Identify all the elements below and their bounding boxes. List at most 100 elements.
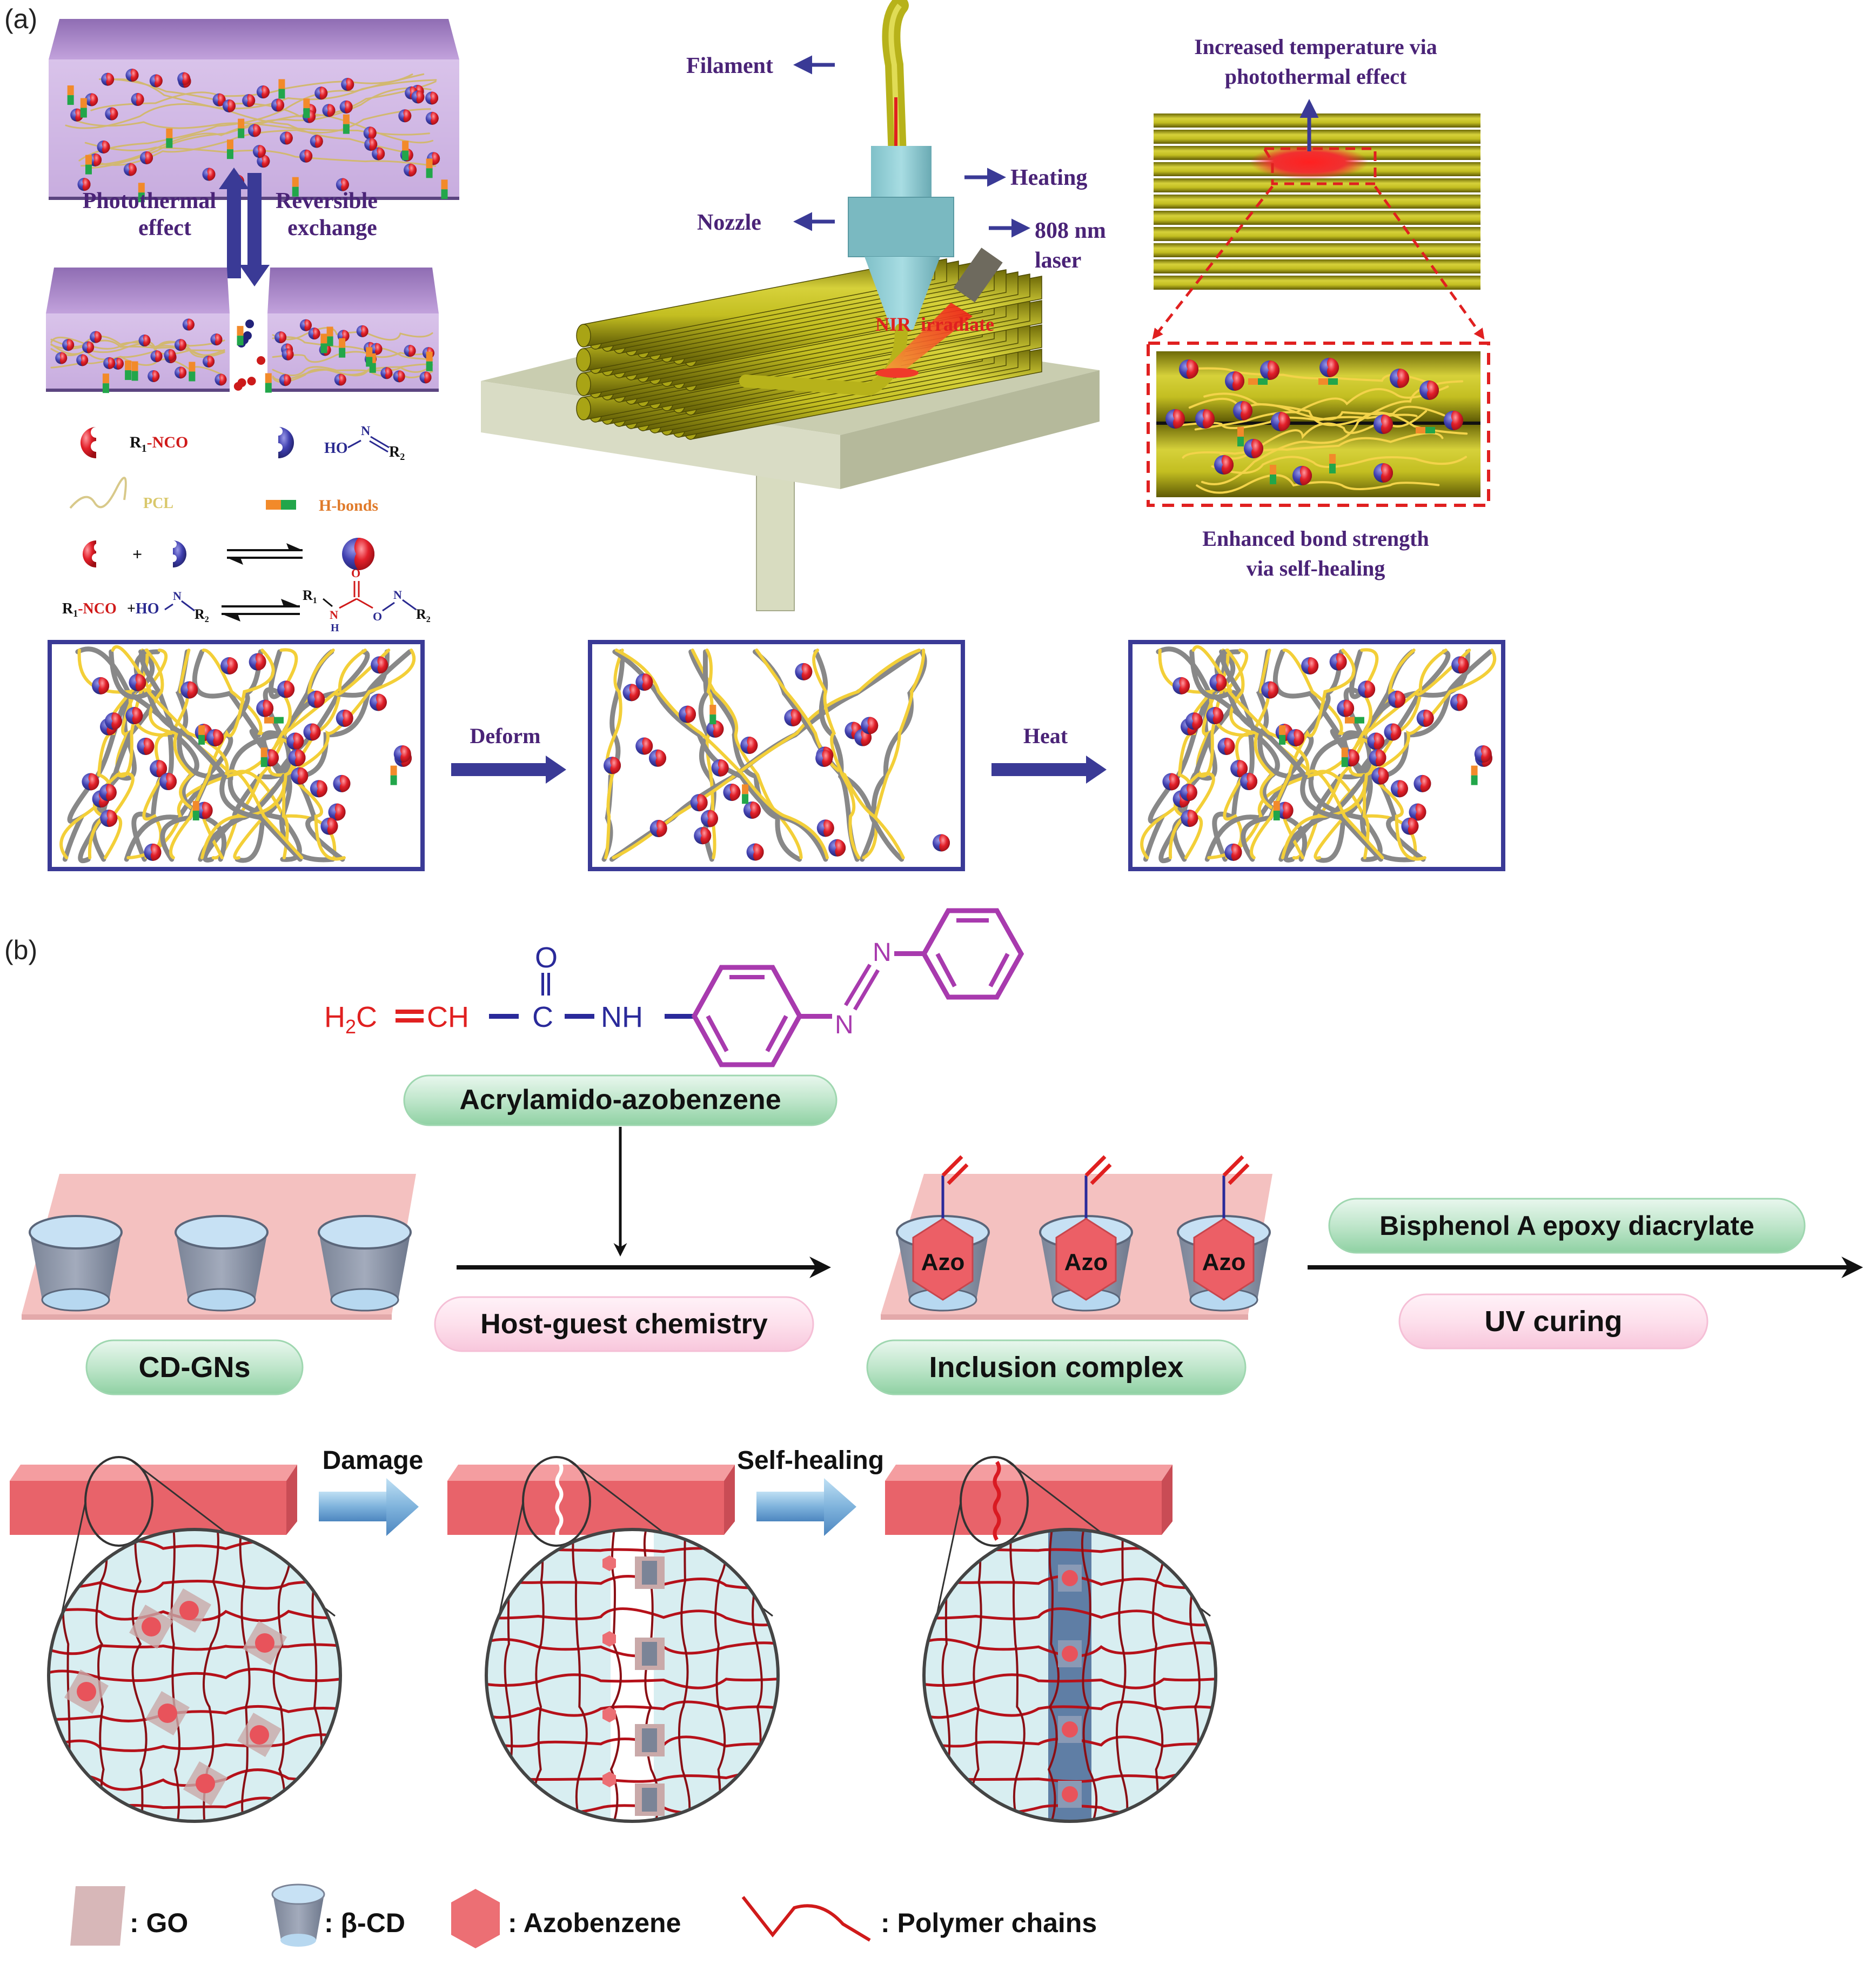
svg-text:R2: R2 [389, 444, 405, 462]
crosslink-sphere [1244, 439, 1263, 458]
crosslink-sphere [1444, 411, 1463, 430]
inclusion-complex-unit [183, 1761, 227, 1806]
crosslink-sphere [1225, 371, 1244, 391]
svg-text:NH: NH [601, 1001, 643, 1033]
crosslink-sphere [85, 93, 98, 106]
fiber-row [1154, 195, 1480, 209]
crosslink-sphere [125, 69, 139, 82]
svg-text:N: N [393, 588, 402, 602]
crosslink-sphere [159, 773, 177, 791]
beta-cd-fragment [635, 1556, 665, 1589]
polymer-chain [272, 363, 433, 381]
inclusion-complex-unit [129, 1605, 173, 1649]
crosslink-sphere [249, 653, 266, 671]
svg-text:+HO: +HO [127, 600, 159, 617]
svg-text:CD-GNs: CD-GNs [138, 1351, 250, 1384]
crosslink-sphere [256, 699, 274, 717]
polymer-chain [486, 1735, 778, 1749]
polymer-chain [49, 1733, 340, 1752]
crosslink-sphere [328, 803, 346, 821]
deform-arrow [451, 756, 566, 784]
crosslink-sphere [404, 163, 417, 177]
effect-label: effect [138, 216, 191, 241]
crosslink-sphere [339, 100, 353, 113]
crosslink-sphere [419, 371, 432, 384]
beta-cd-cup [29, 1215, 123, 1312]
crosslink-sphere [1271, 412, 1290, 431]
hbond-marker [226, 139, 233, 159]
crosslink-sphere [1181, 810, 1198, 827]
svg-text:Host-guest chemistry: Host-guest chemistry [480, 1308, 768, 1340]
fragment-dot [245, 319, 254, 329]
panel-b-label: (b) [4, 935, 37, 965]
svg-text:Bisphenol A epoxy diacrylate: Bisphenol A epoxy diacrylate [1379, 1211, 1754, 1241]
crosslink-sphere [334, 373, 346, 386]
azobenzene-fragment [602, 1631, 616, 1647]
crosslink-sphere [307, 690, 325, 708]
photothermal-label: Photothermal [83, 189, 216, 213]
hbond-marker [192, 801, 199, 821]
damaged-block [447, 1456, 773, 1676]
self-healing-label: Self-healing [737, 1446, 884, 1475]
crosslink-sphere [1450, 693, 1468, 711]
crosslink-sphere [149, 74, 163, 88]
crosslink-sphere [210, 333, 223, 346]
crosslink-sphere [333, 774, 351, 792]
crosslink-sphere [82, 341, 95, 353]
polymer-chain [924, 1607, 1216, 1627]
hbond-marker [80, 98, 87, 118]
crosslink-sphere [1260, 360, 1279, 380]
crosslink-sphere [746, 843, 764, 861]
polymer-chain [1183, 367, 1433, 385]
isocyanate-half-sphere-icon [81, 427, 96, 458]
crosslink-sphere [1185, 712, 1203, 730]
crosslink-sphere [336, 709, 353, 727]
crosslink-sphere [1413, 774, 1431, 792]
hbond-marker [138, 183, 145, 203]
crosslink-sphere [816, 819, 834, 837]
crosslink-sphere [706, 720, 724, 738]
crosslink-sphere [743, 801, 761, 819]
polymer-chain [1156, 646, 1416, 863]
crosslink-sphere [174, 339, 186, 351]
crosslink-sphere [1374, 463, 1393, 483]
svg-text:R1-NCO: R1-NCO [130, 433, 188, 455]
laser-label: laser [1035, 248, 1081, 273]
crosslink-sphere [336, 178, 349, 191]
reversible-arrows [219, 168, 270, 286]
oxime-half-sphere-icon [278, 427, 294, 458]
fiber-row [1154, 276, 1480, 290]
crosslink-sphere [711, 759, 729, 777]
pill-bisphenol: Bisphenol A epoxy diacrylate [1328, 1198, 1806, 1254]
crosslink-sphere [131, 93, 144, 106]
hbond-marker [131, 361, 138, 381]
damage-arrow [319, 1478, 419, 1536]
fragment-dot [257, 356, 266, 365]
crosslink-sphere [99, 784, 117, 801]
crosslink-sphere [279, 374, 291, 386]
crosslink-sphere [622, 684, 640, 702]
crosslink-sphere [1195, 409, 1215, 429]
crosslink-sphere [380, 367, 393, 379]
polymer-chain [1204, 649, 1470, 862]
crosslink-sphere [404, 345, 416, 357]
crosslink-sphere [252, 145, 266, 158]
polymer-chain [572, 1529, 588, 1821]
crosslink-sphere [125, 707, 143, 725]
crosslink-sphere [1276, 801, 1294, 819]
pill-inclusion: Inclusion complex [866, 1339, 1247, 1395]
crosslink-sphere [815, 749, 833, 767]
fiber-row [1154, 227, 1480, 241]
crosslink-sphere [138, 335, 151, 347]
crosslink-sphere [398, 109, 412, 123]
polymer-chain [272, 351, 433, 363]
hbond-marker [326, 326, 333, 346]
heal-top-label-1: Increased temperature via [1194, 35, 1437, 59]
crosslink-sphere [82, 773, 99, 791]
polymer-chain [200, 649, 416, 859]
polymer-chain [714, 1529, 728, 1821]
crosslink-sphere [62, 339, 75, 351]
svg-text:N: N [361, 424, 371, 438]
crosslink-sphere [1206, 707, 1224, 725]
crosslink-sphere [411, 90, 425, 104]
